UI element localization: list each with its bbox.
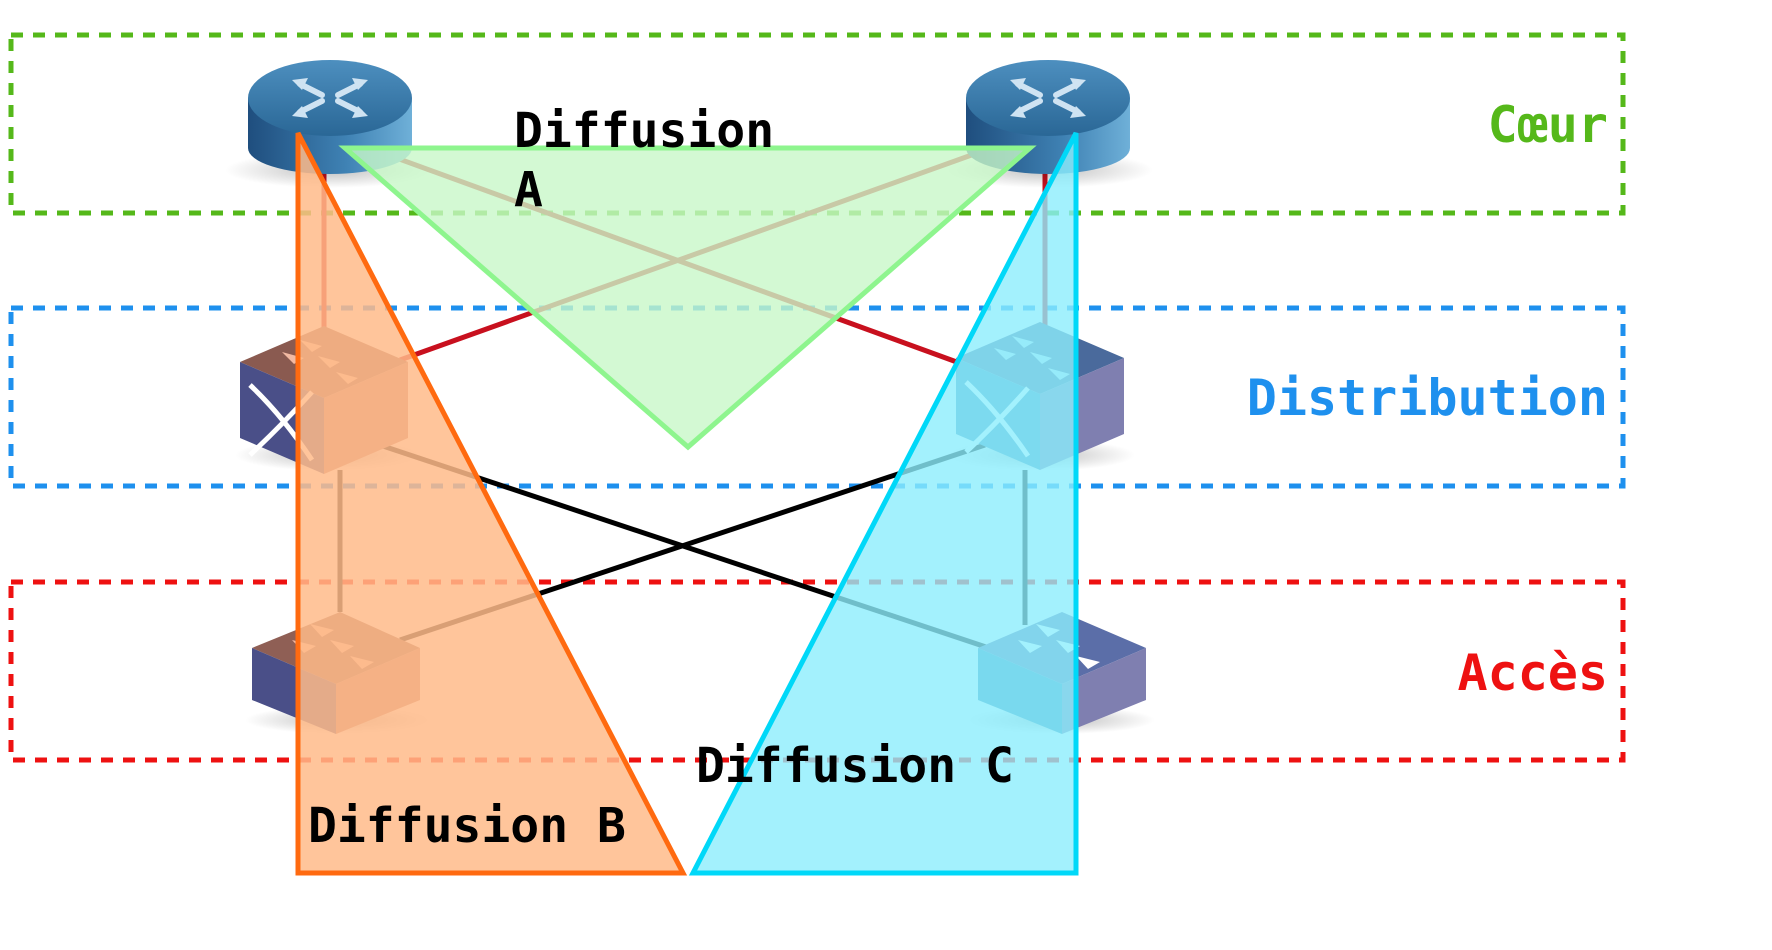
distribution-layer-box xyxy=(8,305,1626,489)
domain-a-label-line1: Diffusion xyxy=(514,103,774,159)
domain-a-label-line2: A xyxy=(514,162,543,218)
broadcast-domain-a xyxy=(338,145,1037,451)
broadcast-domain-c xyxy=(688,131,1079,876)
access-layer-label: Accès xyxy=(1457,644,1608,702)
core-layer-label: Cœur xyxy=(1488,96,1608,154)
domain-b-label: Diffusion B xyxy=(308,798,626,854)
broadcast-domain-b xyxy=(295,131,688,876)
distribution-layer-label: Distribution xyxy=(1247,369,1608,427)
domain-c-label: Diffusion C xyxy=(696,738,1014,794)
